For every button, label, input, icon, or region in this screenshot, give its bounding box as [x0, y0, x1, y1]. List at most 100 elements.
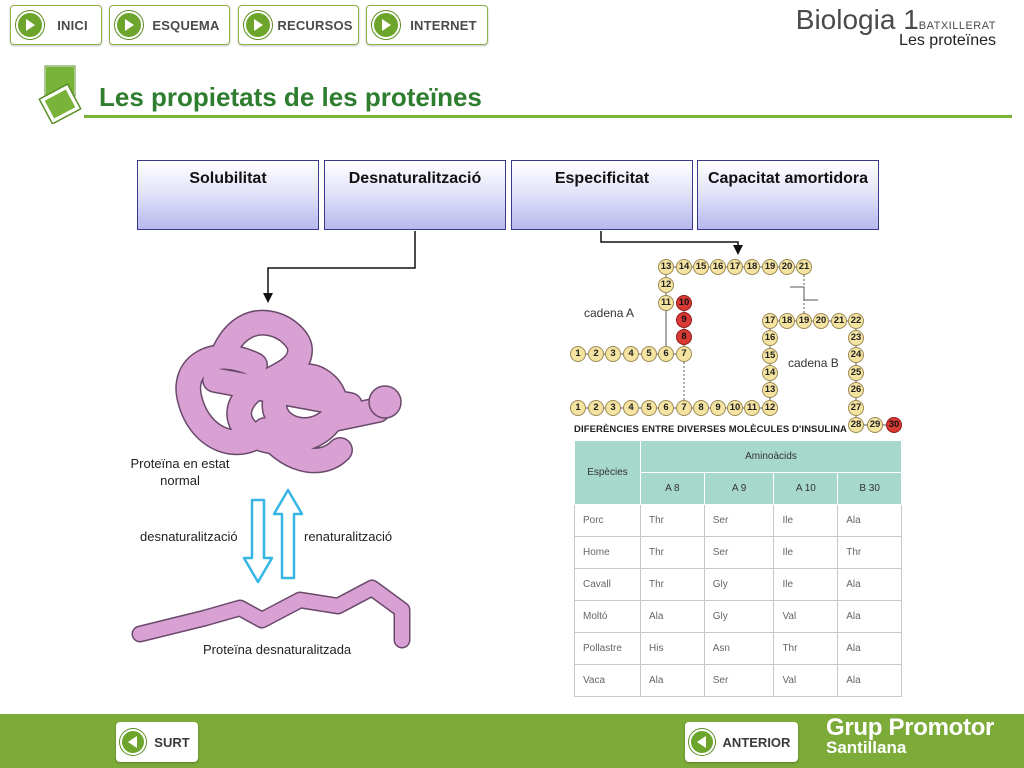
nav-inici-label: INICI: [57, 17, 88, 33]
publisher-logo: Grup Promotor Santillana: [826, 714, 994, 758]
property-box-denaturation[interactable]: Desnaturalització: [324, 160, 506, 230]
species-cell: Pollastre: [574, 632, 641, 665]
residue-bead: 19: [796, 313, 812, 329]
residue-bead: 11: [658, 295, 674, 311]
amino-cell: Asn: [703, 632, 775, 665]
residue-bead: 11: [744, 400, 760, 416]
residue-bead: 27: [848, 400, 864, 416]
residue-bead: 14: [676, 259, 692, 275]
table-row: Moltó Ala Gly Val Ala: [574, 600, 902, 633]
residue-bead: 3: [605, 346, 621, 362]
species-cell: Cavall: [574, 568, 641, 601]
amino-cell: Ile: [773, 568, 839, 601]
nav-esquema-button[interactable]: ESQUEMA: [109, 5, 230, 45]
table-caption: DIFERÈNCIES ENTRE DIVERSES MOLÈCULES D'I…: [574, 424, 847, 435]
back-arrow-icon: [120, 729, 146, 755]
nav-internet-button[interactable]: INTERNET: [366, 5, 488, 45]
residue-bead: 5: [641, 346, 657, 362]
publisher-line-1: Grup Promotor: [826, 714, 995, 741]
previous-label: ANTERIOR: [722, 734, 791, 750]
nav-internet-label: INTERNET: [410, 17, 477, 33]
page-title: Les propietats de les proteïnes: [99, 82, 482, 112]
residue-bead: 6: [658, 400, 674, 416]
amino-cell: Thr: [640, 536, 705, 569]
amino-cell: Ala: [837, 504, 902, 537]
residue-bead: 2: [588, 400, 604, 416]
amino-cell: Thr: [640, 504, 705, 537]
nav-recursos-button[interactable]: RECURSOS: [238, 5, 359, 45]
residue-bead-highlighted: 30: [886, 417, 902, 433]
denatured-protein-label: Proteïna desnaturalitzada: [203, 642, 352, 657]
residue-bead: 4: [623, 346, 639, 362]
residue-bead: 15: [693, 259, 709, 275]
residue-bead: 3: [605, 400, 621, 416]
residue-bead: 10: [727, 400, 743, 416]
table-row: Pollastre His Asn Thr Ala: [574, 632, 902, 665]
residue-bead: 21: [831, 313, 847, 329]
residue-bead: 23: [848, 330, 864, 346]
residue-bead: 2: [588, 346, 604, 362]
amino-cell: Ala: [837, 568, 902, 601]
table-row: Porc Thr Ser Ile Ala: [574, 504, 902, 537]
residue-bead: 25: [848, 365, 864, 381]
amino-cell: Val: [773, 600, 839, 633]
brand-block: Biologia 1BATXILLERAT Les proteïnes: [796, 4, 996, 50]
header-species: Espècies: [574, 440, 641, 505]
residue-bead: 18: [744, 259, 760, 275]
denaturation-arrow: [242, 498, 274, 584]
residue-bead: 14: [762, 365, 778, 381]
bottom-bar: SURT ANTERIOR Grup Promotor Santillana: [0, 714, 1024, 768]
residue-bead: 1: [570, 400, 586, 416]
residue-bead: 8: [693, 400, 709, 416]
residue-bead: 12: [762, 400, 778, 416]
amino-cell: His: [640, 632, 705, 665]
property-box-buffering[interactable]: Capacitat amortidora: [697, 160, 879, 230]
residue-bead: 7: [676, 346, 692, 362]
header-col: A 8: [640, 472, 705, 505]
play-arrow-icon: [244, 11, 272, 39]
residue-bead: 4: [623, 400, 639, 416]
property-box-solubility[interactable]: Solubilitat: [137, 160, 319, 230]
play-arrow-icon: [372, 11, 400, 39]
residue-bead: 16: [762, 330, 778, 346]
folded-protein-illustration: [175, 309, 402, 474]
nav-inici-button[interactable]: INICI: [10, 5, 102, 45]
residue-bead: 12: [658, 277, 674, 293]
play-arrow-icon: [115, 11, 143, 39]
amino-cell: Ser: [703, 536, 775, 569]
amino-cell: Val: [773, 664, 839, 697]
residue-bead: 26: [848, 382, 864, 398]
residue-bead: 5: [641, 400, 657, 416]
exit-button[interactable]: SURT: [116, 722, 198, 762]
residue-bead: 24: [848, 347, 864, 363]
denatured-protein-illustration: [131, 579, 411, 649]
amino-cell: Ile: [773, 536, 839, 569]
amino-cell: Ala: [837, 600, 902, 633]
back-arrow-icon: [689, 729, 715, 755]
connector-specificity: [600, 231, 743, 255]
publisher-line-2: Santillana: [826, 738, 907, 757]
amino-cell: Thr: [837, 536, 902, 569]
amino-cell: Ala: [640, 600, 705, 633]
header-col: A 9: [703, 472, 775, 505]
previous-button[interactable]: ANTERIOR: [685, 722, 798, 762]
property-box-specificity[interactable]: Especificitat: [511, 160, 693, 230]
species-cell: Porc: [574, 504, 641, 537]
residue-bead: 22: [848, 313, 864, 329]
residue-bead: 17: [727, 259, 743, 275]
residue-bead: 13: [762, 382, 778, 398]
header-aminoacids: Aminoàcids: [640, 440, 902, 473]
residue-bead: 15: [762, 348, 778, 364]
header-col: B 30: [837, 472, 902, 505]
brand-level: BATXILLERAT: [918, 20, 996, 32]
residue-bead: 29: [867, 417, 883, 433]
residue-bead: 20: [779, 259, 795, 275]
residue-bead: 6: [658, 346, 674, 362]
nav-esquema-label: ESQUEMA: [152, 17, 220, 33]
nav-recursos-label: RECURSOS: [277, 17, 353, 33]
brand-subject: Biologia 1BATXILLERAT: [795, 4, 996, 35]
residue-bead-highlighted: 10: [676, 295, 692, 311]
connector-denaturation: [263, 231, 416, 303]
amino-cell: Ala: [837, 664, 902, 697]
residue-bead: 9: [710, 400, 726, 416]
